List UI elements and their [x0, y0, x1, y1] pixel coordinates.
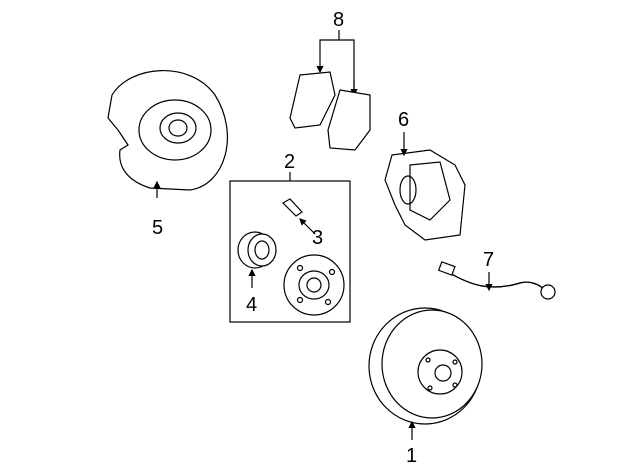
- callout-5[interactable]: 5: [152, 217, 164, 239]
- callout-2[interactable]: 2: [284, 151, 296, 173]
- callout-8[interactable]: 8: [333, 9, 345, 31]
- rotor-part[interactable]: [368, 307, 483, 440]
- hub-part[interactable]: [283, 254, 345, 316]
- callout-4[interactable]: 4: [246, 294, 258, 316]
- brake-hose-part[interactable]: [437, 261, 556, 300]
- callout-3[interactable]: 3: [312, 227, 324, 249]
- backing-plate-part[interactable]: [107, 70, 229, 198]
- callout-1[interactable]: 1: [406, 445, 418, 467]
- callout-7[interactable]: 7: [483, 249, 495, 271]
- wheel-stud-part[interactable]: [282, 198, 316, 235]
- bearing-part[interactable]: [237, 231, 277, 288]
- brake-pads-part[interactable]: [289, 30, 371, 151]
- caliper-part[interactable]: [384, 132, 466, 241]
- callout-6[interactable]: 6: [398, 109, 410, 131]
